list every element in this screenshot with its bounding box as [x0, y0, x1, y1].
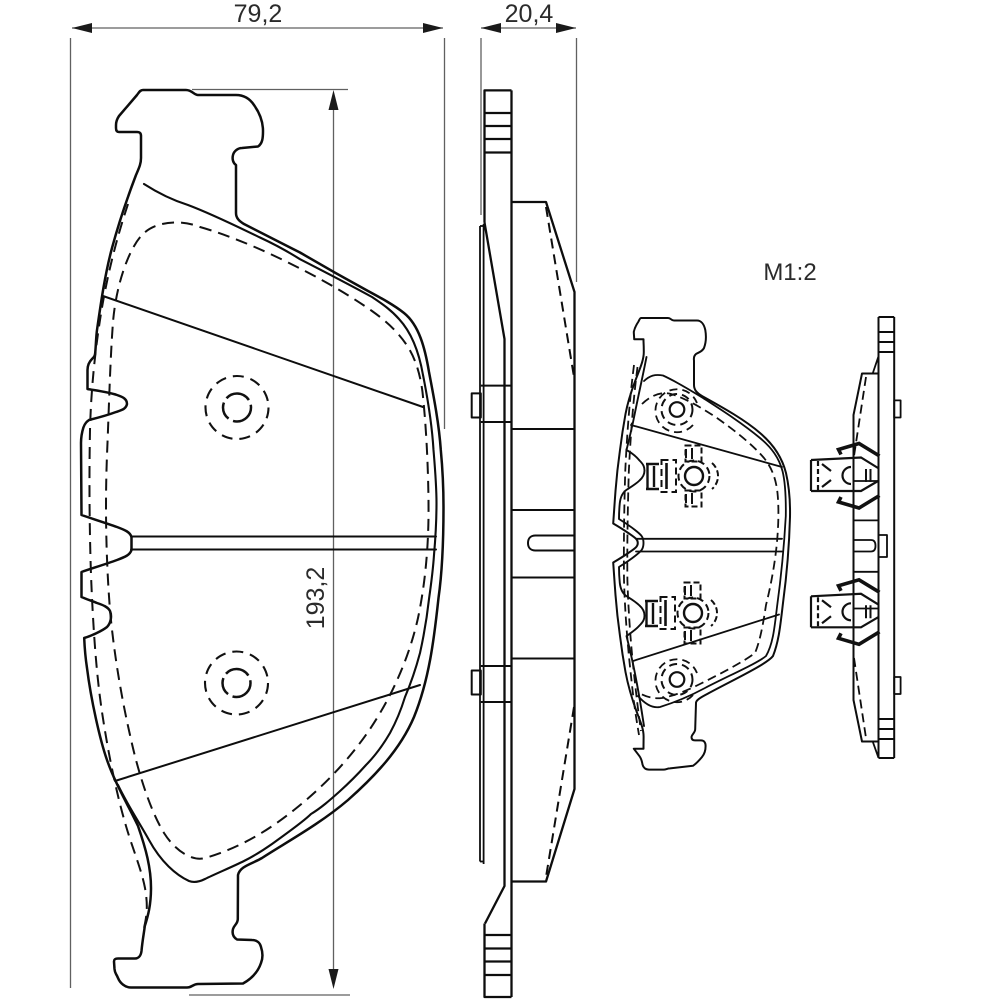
svg-text:20,4: 20,4	[505, 0, 554, 28]
svg-text:193,2: 193,2	[302, 567, 330, 630]
svg-text:M1:2: M1:2	[763, 259, 816, 286]
svg-text:79,2: 79,2	[234, 0, 283, 28]
